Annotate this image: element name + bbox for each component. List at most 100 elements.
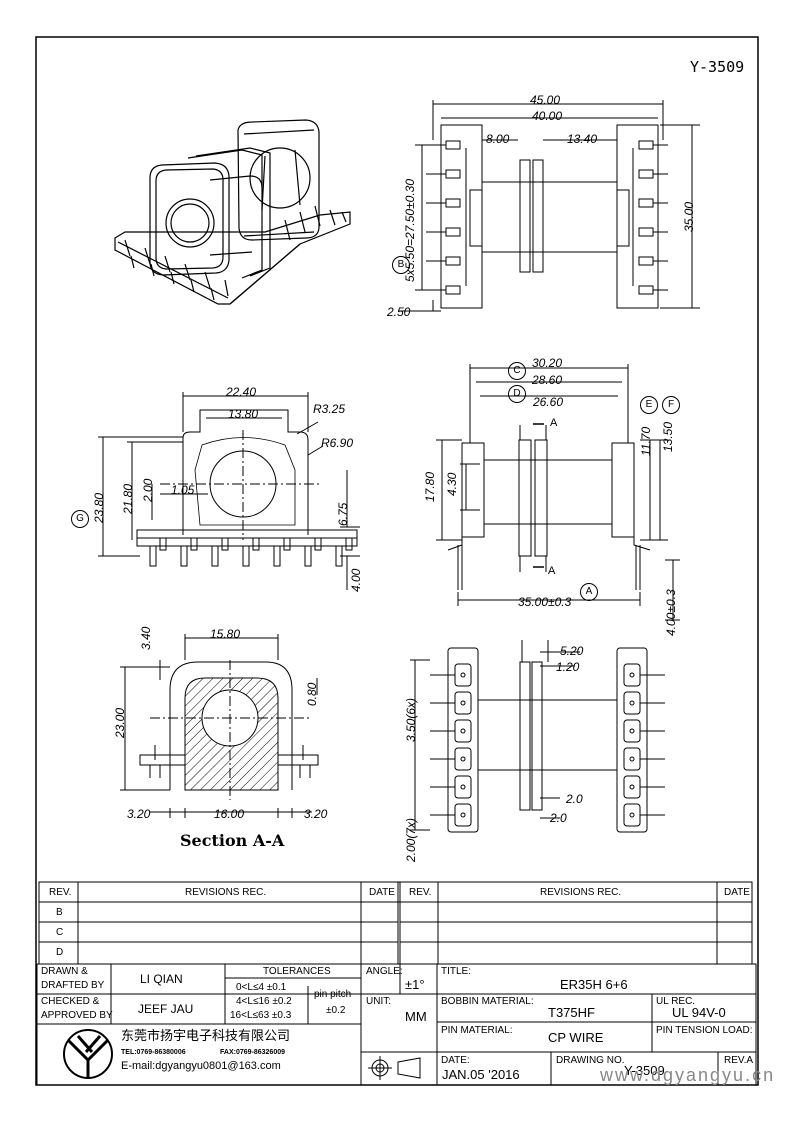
drawing-id: Y-3509 [690, 58, 745, 76]
dim-200-7x: 2.00(7x) [404, 817, 418, 862]
date-value: JAN.05 '2016 [442, 1067, 520, 1082]
pin-material-value: CP WIRE [548, 1030, 604, 1045]
top-view [398, 100, 700, 312]
drawn-label-2: DRAFTED BY [41, 980, 105, 991]
dim-2300: 23.00 [113, 707, 127, 738]
dim-8: 8.00 [486, 132, 510, 146]
dim-350: 3.50(6x) [404, 697, 418, 742]
dim-675: 6.75 [336, 502, 350, 526]
pin-left [445, 140, 461, 150]
front-view [98, 392, 360, 590]
pin-left [445, 285, 461, 295]
front-pin-slot [345, 537, 353, 551]
pad-hole [629, 812, 635, 818]
callout-g: G [71, 510, 89, 528]
dim-1780: 17.80 [423, 471, 437, 502]
front-pin [149, 545, 157, 567]
pad-hole [460, 756, 466, 762]
side-view [436, 364, 680, 621]
company-tel: TEL:0769-86380006 [121, 1049, 186, 1056]
pad-hole [460, 812, 466, 818]
pad-hole [629, 756, 635, 762]
rev-label: REV.A [724, 1055, 754, 1066]
front-pin [273, 545, 281, 567]
bobbin-label: BOBBIN MATERIAL: [441, 996, 534, 1007]
pad-hole [629, 700, 635, 706]
section-a-a [120, 634, 319, 818]
pad-left [454, 719, 472, 743]
angle-value: ±1° [405, 977, 425, 992]
dim-1340: 13.40 [567, 132, 598, 146]
callout-c: C [508, 362, 526, 380]
dim-400-side: 4.00±0.3 [664, 589, 678, 636]
rev-row-b: B [56, 907, 63, 918]
pad-right [623, 719, 641, 743]
pad-left [454, 663, 472, 687]
drawn-label-1: DRAWN & [41, 966, 88, 977]
pad-right [623, 691, 641, 715]
callout-a: A [580, 583, 598, 601]
dim-2660: 26.60 [533, 395, 564, 409]
callout-f: F [662, 396, 680, 414]
front-pin-slot [252, 537, 260, 551]
dim-20b: 2.0 [550, 811, 567, 825]
pad-left [454, 803, 472, 827]
angle-label: ANGLE: [366, 966, 403, 977]
pad-left [454, 691, 472, 715]
callout-b: B [392, 256, 410, 274]
title-label: TITLE: [441, 966, 472, 977]
front-pin [304, 545, 312, 567]
dim-r690: R6.90 [321, 436, 354, 450]
pin-right [638, 140, 654, 150]
dim-3020: 30.20 [532, 356, 563, 370]
drawing-no-value: Y-3509 [624, 1063, 665, 1078]
rec-header-right: REVISIONS REC. [540, 887, 622, 898]
dim-2860: 28.60 [532, 373, 563, 387]
drawn-value: LI QIAN [140, 972, 183, 986]
dim-45: 45.00 [530, 93, 561, 107]
pin-left [445, 256, 461, 266]
dim-1600: 16.00 [214, 807, 245, 821]
pin-right [638, 169, 654, 179]
pin-right [638, 198, 654, 208]
dim-3500: 35.00±0.3 [518, 595, 572, 609]
date-header-right: DATE [724, 887, 750, 898]
pin-right [638, 227, 654, 237]
pad-right [623, 803, 641, 827]
dim-1380: 13.80 [228, 407, 259, 421]
pad-left [454, 775, 472, 799]
pin-pitch-tol: ±0.2 [326, 1005, 346, 1016]
front-pin-slot [159, 537, 167, 551]
front-pin [242, 545, 250, 567]
dim-1350: 13.50 [661, 421, 675, 452]
unit-label: UNIT: [366, 996, 391, 1007]
front-pin [211, 545, 219, 567]
pin-pitch-label: pin pitch [314, 989, 352, 1000]
dim-120: 1.20 [556, 660, 580, 674]
pin-right [638, 285, 654, 295]
front-pin-slot [190, 537, 198, 551]
pad-right [623, 663, 641, 687]
pad-right [623, 775, 641, 799]
bobbin-value: T375HF [548, 1005, 595, 1020]
section-title: Section A-A [180, 831, 285, 850]
dim-320-left: 3.20 [127, 807, 151, 821]
dim-080: 0.80 [305, 682, 319, 706]
ul-label: UL REC. [656, 996, 696, 1007]
pad-right [623, 747, 641, 771]
dim-320-right: 3.20 [304, 807, 328, 821]
tol-2: 4<L≤16 ±0.2 [236, 996, 292, 1007]
dim-200: 2.00 [141, 478, 155, 502]
pad-hole [629, 672, 635, 678]
bottom-view [410, 640, 665, 833]
dim-35: 35.00 [682, 201, 696, 232]
dim-20a: 2.0 [566, 792, 583, 806]
date-header-left: DATE [369, 887, 395, 898]
isometric-view [114, 119, 351, 305]
front-pin-slot [314, 537, 322, 551]
pad-hole [460, 728, 466, 734]
tolerances-label: TOLERANCES [263, 966, 331, 977]
callout-d: D [508, 385, 526, 403]
